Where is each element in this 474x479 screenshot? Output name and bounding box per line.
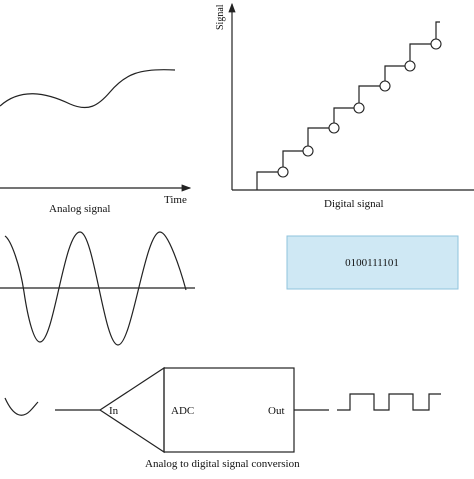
signal-axis-label: Signal <box>215 4 226 30</box>
digital-signal-panel: Signal Digital signal <box>215 2 474 210</box>
adc-conversion-caption: Analog to digital signal conversion <box>145 458 300 470</box>
sample-point <box>430 38 442 50</box>
sample-point <box>328 122 340 134</box>
sine-wave-curve <box>4 231 187 346</box>
time-axis-label: Time <box>164 194 187 206</box>
sample-point <box>353 102 365 114</box>
sample-point <box>277 166 289 178</box>
analog-signal-caption: Analog signal <box>49 203 110 215</box>
digital-staircase <box>256 21 440 190</box>
sample-points <box>277 38 442 178</box>
input-analog-wave <box>4 397 39 416</box>
adc-block-label: ADC <box>171 405 194 417</box>
adc-input-label: In <box>109 405 119 417</box>
binary-code-text: 0100111101 <box>345 257 399 269</box>
output-digital-pulse <box>337 393 441 411</box>
sample-point <box>404 60 416 72</box>
analog-signal-curve <box>0 69 176 109</box>
analog-signal-panel: Time Analog signal <box>0 69 192 215</box>
binary-code-panel: 0100111101 <box>286 235 459 290</box>
adc-output-label: Out <box>268 405 285 417</box>
sample-point <box>302 145 314 157</box>
sample-point <box>379 80 391 92</box>
digital-signal-caption: Digital signal <box>324 198 384 210</box>
adc-conversion-panel: In ADC Out Analog to digital signal conv… <box>4 366 441 470</box>
sine-wave-panel <box>0 231 195 346</box>
binary-code-box <box>286 235 459 290</box>
